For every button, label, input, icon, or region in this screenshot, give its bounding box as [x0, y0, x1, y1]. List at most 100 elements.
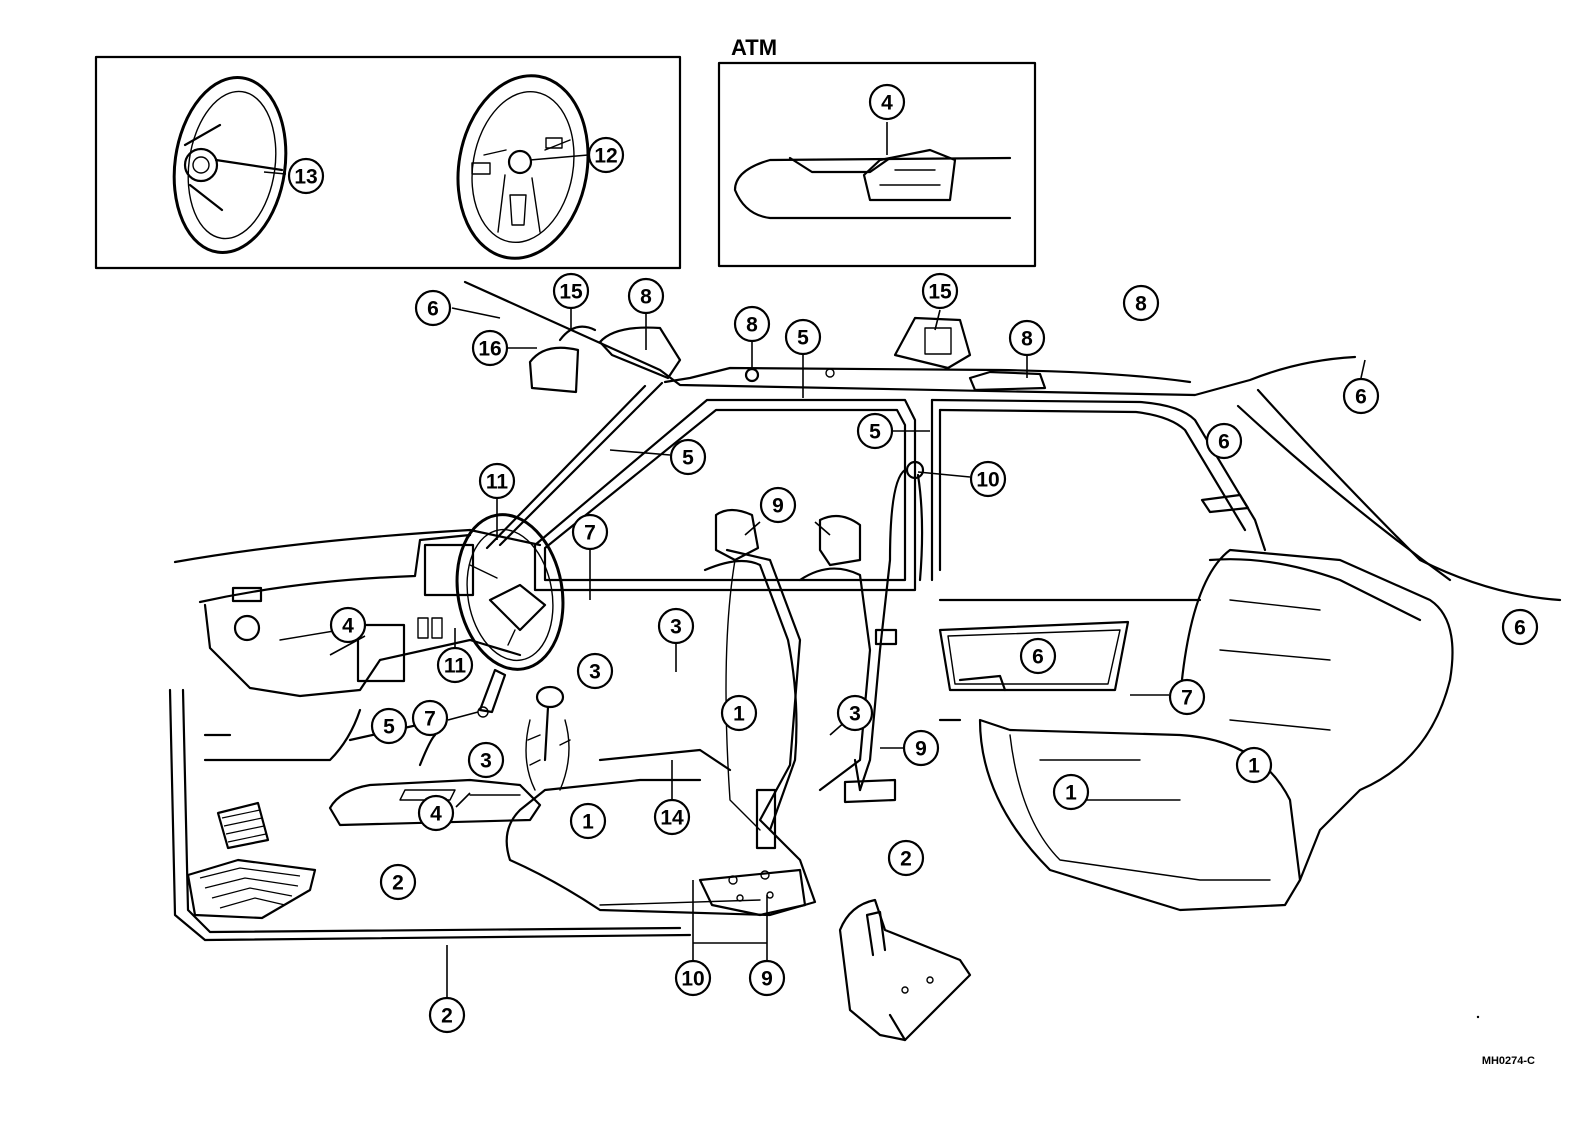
- callout-circle: [748, 959, 786, 997]
- callout-circle: [1501, 608, 1539, 646]
- callout-c10b: 10: [674, 959, 712, 997]
- callout-circle: [653, 798, 691, 836]
- callout-c11a: 11: [478, 462, 516, 500]
- callout-c5b: 5: [669, 438, 707, 476]
- callout-c13: 13: [287, 157, 325, 195]
- callout-circle: [969, 460, 1007, 498]
- callout-c5d: 5: [370, 707, 408, 745]
- callout-c10a: 10: [969, 460, 1007, 498]
- dome-light-center: [893, 316, 972, 370]
- callout-circle: [669, 438, 707, 476]
- callout-number: 3: [589, 661, 601, 684]
- callout-c7c: 7: [411, 699, 449, 737]
- callout-circle: [436, 646, 474, 684]
- callout-number: 2: [900, 848, 912, 871]
- atm-inset-label: ATM: [731, 35, 777, 60]
- callout-c6c: 6: [1205, 422, 1243, 460]
- callout-circle: [856, 412, 894, 450]
- callout-number: 1: [733, 703, 745, 726]
- windshield-pillar: [485, 381, 664, 550]
- callout-c7a: 7: [571, 513, 609, 551]
- callout-number: 3: [480, 750, 492, 773]
- callout-number: 8: [746, 314, 758, 337]
- callout-number: 5: [797, 327, 809, 350]
- callout-circle: [587, 136, 625, 174]
- callout-number: 6: [1032, 646, 1044, 669]
- callout-number: 9: [772, 495, 784, 518]
- callout-circle: [1052, 773, 1090, 811]
- callout-c9a: 9: [759, 486, 797, 524]
- callout-circle: [370, 707, 408, 745]
- callout-circle: [287, 157, 325, 195]
- callout-circle: [1019, 637, 1057, 675]
- callout-c3b: 3: [576, 652, 614, 690]
- callout-number: 15: [559, 281, 583, 304]
- callout-circle: [471, 329, 509, 367]
- callout-number: 13: [294, 166, 317, 189]
- callout-c4c: 4: [417, 794, 455, 832]
- callout-c2a: 2: [887, 839, 925, 877]
- callout-c1d: 1: [569, 802, 607, 840]
- callout-c1a: 1: [720, 694, 758, 732]
- callout-c15b: 15: [921, 272, 959, 310]
- rear-pillar-light: [1200, 493, 1250, 514]
- callout-c6a: 6: [414, 289, 452, 327]
- callout-c11b: 11: [436, 646, 474, 684]
- callout-number: 7: [584, 522, 596, 545]
- callout-circle: [657, 607, 695, 645]
- callout-circle: [1008, 319, 1046, 357]
- callout-number: 10: [976, 469, 999, 492]
- callout-c7b: 7: [1168, 678, 1206, 716]
- callout-c5a: 5: [784, 318, 822, 356]
- callout-circle: [1122, 284, 1160, 322]
- callout-number: 6: [1218, 431, 1230, 454]
- front-seat-driver: [505, 508, 872, 917]
- callout-number: 4: [342, 615, 354, 638]
- seat-adjuster-detail: [838, 898, 972, 1042]
- callout-c2b: 2: [379, 863, 417, 901]
- callout-number: 11: [486, 471, 509, 494]
- callout-c1c: 1: [1052, 773, 1090, 811]
- callout-number: 1: [582, 811, 594, 834]
- callout-number: 8: [1135, 293, 1147, 316]
- dome-light-front: [744, 367, 835, 383]
- callout-c8c: 8: [1008, 319, 1046, 357]
- rear-door-panel: [938, 598, 1202, 722]
- callout-circle: [478, 462, 516, 500]
- callout-circle: [1168, 678, 1206, 716]
- callout-c5c: 5: [856, 412, 894, 450]
- callout-c3d: 3: [467, 741, 505, 779]
- callout-number: 6: [427, 298, 439, 321]
- callout-c2c: 2: [428, 996, 466, 1034]
- roof-outline: [463, 280, 1562, 602]
- callout-circle: [379, 863, 417, 901]
- callout-number: 5: [869, 421, 881, 444]
- callout-circle: [887, 839, 925, 877]
- callout-number: 7: [1181, 687, 1193, 710]
- callout-circle: [329, 606, 367, 644]
- callout-c6d: 6: [1019, 637, 1057, 675]
- callout-c16: 16: [471, 329, 509, 367]
- callout-circle: [1342, 377, 1380, 415]
- callout-number: 4: [430, 803, 442, 826]
- parking-brake-lever: [477, 668, 507, 718]
- callout-circle: [417, 794, 455, 832]
- callout-number: 2: [392, 872, 404, 895]
- callout-number: 10: [681, 968, 704, 991]
- callout-circle: [1235, 746, 1273, 784]
- callout-circle: [414, 289, 452, 327]
- callout-number: 8: [640, 286, 652, 309]
- callout-circle: [921, 272, 959, 310]
- callout-c6b: 6: [1342, 377, 1380, 415]
- callout-number: 2: [441, 1005, 453, 1028]
- steering-wheel-3-spoke: [172, 76, 288, 254]
- callout-number: 3: [849, 703, 861, 726]
- rear-seat: [978, 548, 1454, 912]
- callout-number: 16: [478, 338, 501, 361]
- callout-number: 15: [928, 281, 952, 304]
- callout-c3a: 3: [657, 607, 695, 645]
- left-front-door-panel: [168, 688, 692, 942]
- callout-circle: [571, 513, 609, 551]
